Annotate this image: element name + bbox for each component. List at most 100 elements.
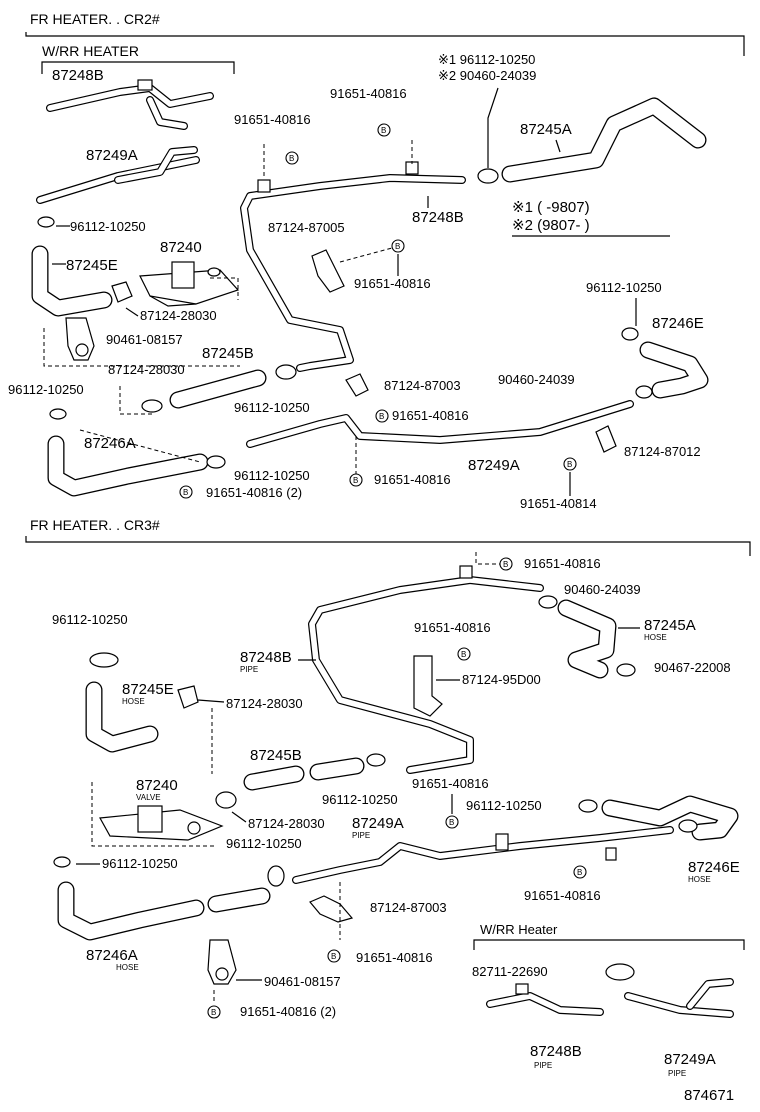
label-91651-40814: 91651-40814 bbox=[520, 496, 597, 511]
label-b-87245e: 87245E bbox=[122, 681, 174, 698]
hose-b-87245a bbox=[557, 599, 617, 679]
label-b-82711-22690: 82711-22690 bbox=[472, 964, 548, 979]
svg-text:B: B bbox=[395, 242, 400, 251]
svg-text:B: B bbox=[211, 1008, 216, 1017]
label-87124-87003: 87124-87003 bbox=[384, 378, 461, 393]
note-2-range: ※2 (9807- ) bbox=[512, 217, 590, 234]
label-87249a-main: 87249A bbox=[468, 457, 520, 474]
label-b-87249a-rr: 87249A bbox=[664, 1051, 716, 1068]
pipe-b-87249a-rr bbox=[624, 978, 734, 1018]
subsection-bracket bbox=[41, 61, 235, 74]
section-bracket-b bbox=[25, 536, 751, 556]
svg-text:HOSE: HOSE bbox=[644, 633, 667, 642]
svg-text:PIPE: PIPE bbox=[668, 1069, 686, 1078]
hose-87245e bbox=[31, 245, 113, 317]
label-b-87124-87003: 87124-87003 bbox=[370, 900, 447, 915]
subsection-title-b-wrr: W/RR Heater bbox=[480, 922, 558, 937]
bracket-90461 bbox=[65, 317, 95, 361]
label-b-87246a: 87246A bbox=[86, 947, 138, 964]
label-b-96112-10250-b: 96112-10250 bbox=[102, 856, 178, 871]
pipe-87248b-rr bbox=[46, 79, 214, 130]
label-87246e: 87246E bbox=[652, 315, 704, 332]
section-cr3: FR HEATER. . CR3# 96112-10250 87245E HOS… bbox=[25, 517, 751, 1104]
label-b-87124-95d00: 87124-95D00 bbox=[462, 672, 541, 687]
svg-text:B: B bbox=[379, 412, 384, 421]
label-b-90460-24039: 90460-24039 bbox=[564, 582, 641, 597]
label-b-96112-10250-a: 96112-10250 bbox=[52, 612, 128, 627]
valve-87240 bbox=[139, 261, 240, 307]
label-87245a: 87245A bbox=[520, 121, 572, 138]
label-91651-40816-d: 91651-40816 bbox=[392, 408, 469, 423]
label-87240: 87240 bbox=[160, 239, 202, 256]
svg-text:PIPE: PIPE bbox=[534, 1061, 552, 1070]
svg-text:PIPE: PIPE bbox=[240, 665, 258, 674]
label-b-87245b: 87245B bbox=[250, 747, 302, 764]
label-96112-10250-b: 96112-10250 bbox=[8, 382, 84, 397]
clamp-icon-top bbox=[477, 168, 499, 184]
note-1-part: ※1 96112-10250 bbox=[438, 52, 535, 67]
label-91651-40816-2: 91651-40816 (2) bbox=[206, 485, 302, 500]
label-91651-40816-e: 91651-40816 bbox=[374, 472, 451, 487]
svg-text:HOSE: HOSE bbox=[116, 963, 139, 972]
label-87248b-rr: 87248B bbox=[52, 67, 104, 84]
label-90460-24039: 90460-24039 bbox=[498, 372, 575, 387]
svg-text:B: B bbox=[331, 952, 336, 961]
hose-b-87245b bbox=[243, 757, 365, 791]
note-2-part: ※2 90460-24039 bbox=[438, 68, 536, 83]
label-b-91651-40816-b: 91651-40816 bbox=[414, 620, 491, 635]
section-title-cr3: FR HEATER. . CR3# bbox=[30, 517, 160, 533]
label-87124-28030-a: 87124-28030 bbox=[140, 308, 217, 323]
hose-87246a bbox=[47, 435, 209, 497]
label-b-87249a: 87249A bbox=[352, 815, 404, 832]
svg-text:B: B bbox=[503, 560, 508, 569]
section-bracket bbox=[25, 32, 745, 56]
label-b-90467-22008: 90467-22008 bbox=[654, 660, 731, 675]
hose-b-87246e bbox=[601, 795, 739, 841]
label-87124-28030-b: 87124-28030 bbox=[108, 362, 185, 377]
pipe-87249a-rr bbox=[36, 146, 200, 204]
clamp-icon-b bbox=[49, 408, 67, 420]
label-b-87240: 87240 bbox=[136, 777, 178, 794]
label-87246a: 87246A bbox=[84, 435, 136, 452]
label-96112-10250-a: 96112-10250 bbox=[70, 219, 146, 234]
clip-icon-b bbox=[141, 399, 163, 413]
label-91651-40816-b: 91651-40816 bbox=[330, 86, 407, 101]
svg-text:HOSE: HOSE bbox=[122, 697, 145, 706]
svg-text:B: B bbox=[353, 476, 358, 485]
label-87124-87005: 87124-87005 bbox=[268, 220, 345, 235]
hose-87246e bbox=[639, 341, 709, 399]
clamp-b-icon bbox=[89, 652, 119, 668]
hose-b-87245e bbox=[85, 681, 159, 753]
label-b-91651-40816-d: 91651-40816 bbox=[524, 888, 601, 903]
label-b-87245a: 87245A bbox=[644, 617, 696, 634]
svg-text:B: B bbox=[577, 868, 582, 877]
label-b-87248b-rr: 87248B bbox=[530, 1043, 582, 1060]
label-b-91651-40816-a: 91651-40816 bbox=[524, 556, 601, 571]
label-91651-40816-a: 91651-40816 bbox=[234, 112, 311, 127]
label-b-91651-40816-c: 91651-40816 bbox=[412, 776, 489, 791]
svg-text:VALVE: VALVE bbox=[136, 793, 161, 802]
label-96112-10250-c: 96112-10250 bbox=[234, 400, 310, 415]
label-96112-10250-d: 96112-10250 bbox=[234, 468, 310, 483]
label-87245b: 87245B bbox=[202, 345, 254, 362]
valve-b-87240 bbox=[99, 805, 224, 841]
note-1-range: ※1 ( -9807) bbox=[512, 199, 590, 216]
label-b-96112-10250-d: 96112-10250 bbox=[226, 836, 302, 851]
clip-icon bbox=[111, 281, 133, 303]
label-b-91651-40816-e: 91651-40816 bbox=[356, 950, 433, 965]
hose-87245b bbox=[169, 369, 267, 409]
label-b-96112-10250-e: 96112-10250 bbox=[466, 798, 542, 813]
svg-text:B: B bbox=[449, 818, 454, 827]
svg-text:B: B bbox=[567, 460, 572, 469]
svg-text:HOSE: HOSE bbox=[688, 875, 711, 884]
svg-text:B: B bbox=[183, 488, 188, 497]
pipe-87249a-main bbox=[246, 400, 634, 448]
pipe-b-87248b-rr bbox=[486, 983, 604, 1016]
svg-text:B: B bbox=[289, 154, 294, 163]
label-87124-87012: 87124-87012 bbox=[624, 444, 701, 459]
pipe-b-87249a bbox=[292, 826, 674, 884]
svg-text:PIPE: PIPE bbox=[352, 831, 370, 840]
label-b-87248b: 87248B bbox=[240, 649, 292, 666]
svg-text:B: B bbox=[461, 650, 466, 659]
